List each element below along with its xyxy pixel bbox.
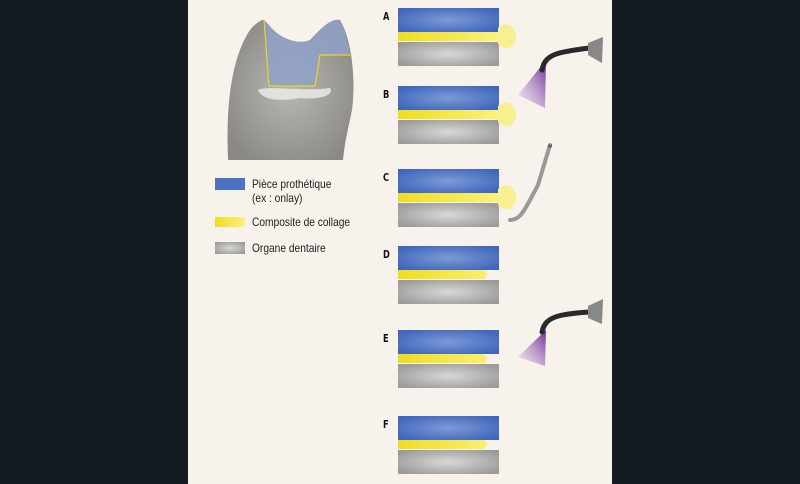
tooth-layer: [398, 120, 499, 144]
tooth-layer: [398, 42, 499, 66]
composite-excess: [498, 185, 517, 210]
step-f-diagram: [398, 416, 499, 474]
composite-excess: [498, 24, 517, 49]
composite-layer: [398, 440, 499, 449]
legend-label-tooth: Organe dentaire: [252, 241, 326, 255]
step-label: C: [383, 171, 390, 184]
step-label: B: [383, 88, 390, 101]
tooth-layer: [398, 280, 499, 304]
step-d-diagram: [398, 246, 499, 304]
composite-margin: [484, 354, 499, 363]
composite-layer: [398, 32, 499, 41]
step-label: A: [383, 10, 390, 23]
composite-layer: [398, 270, 499, 279]
legend-swatch-prosthetic: [215, 178, 245, 190]
prosthetic-layer: [398, 86, 499, 110]
step-label: F: [383, 418, 389, 431]
composite-layer: [398, 110, 499, 119]
legend-label-composite: Composite de collage: [252, 215, 351, 229]
composite-excess: [498, 102, 517, 127]
legend-label-prosthetic: Pièce prothétique (ex : onlay): [252, 177, 331, 205]
step-e-diagram: [398, 330, 499, 388]
composite-margin: [484, 440, 499, 449]
legend-label-line: Pièce prothétique: [252, 177, 332, 191]
tooth-layer: [398, 364, 499, 388]
step-label: E: [383, 332, 389, 345]
legend-swatch-composite: [215, 217, 245, 227]
step-c-diagram: [398, 169, 517, 227]
legend-swatch-tooth: [215, 242, 245, 254]
tooth-layer: [398, 450, 499, 474]
prosthetic-layer: [398, 8, 499, 32]
step-label: D: [383, 248, 390, 261]
composite-layer: [398, 354, 499, 363]
legend-label-line: (ex : onlay): [252, 191, 303, 205]
composite-layer: [398, 193, 499, 202]
prosthetic-layer: [398, 330, 499, 354]
tooth-layer: [398, 203, 499, 227]
tooth-illustration: [227, 19, 354, 160]
prosthetic-layer: [398, 169, 499, 193]
step-b-diagram: [398, 86, 517, 144]
prosthetic-layer: [398, 246, 499, 270]
curing-light-icon: [518, 299, 603, 366]
composite-margin: [484, 270, 499, 279]
prosthetic-layer: [398, 416, 499, 440]
curing-light-icon: [518, 37, 603, 108]
step-a-diagram: [398, 8, 517, 66]
scaler-icon: [508, 143, 552, 222]
